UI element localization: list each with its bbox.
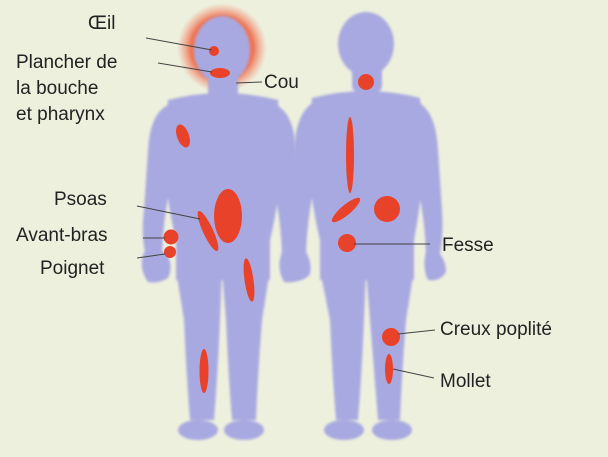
lesion-back-right	[374, 196, 400, 222]
lesion-creux-poplite	[382, 328, 400, 346]
label-cou: Cou	[264, 71, 299, 95]
lesion-abdomen	[214, 189, 242, 243]
label-plancher-line1: Plancher de	[16, 50, 117, 76]
lesion-cou	[358, 74, 374, 90]
lesion-poignet	[164, 246, 176, 258]
label-oeil: Œil	[88, 12, 115, 36]
label-psoas: Psoas	[54, 188, 107, 212]
lesion-plancher	[210, 68, 230, 78]
label-poignet: Poignet	[40, 257, 104, 281]
label-avant-bras: Avant-bras	[16, 224, 108, 248]
label-creux-poplite: Creux poplité	[440, 318, 552, 342]
lesion-fesse	[338, 234, 356, 252]
lesion-oeil	[209, 46, 219, 56]
label-plancher: Plancher de la bouche et pharynx	[16, 50, 117, 128]
label-fesse: Fesse	[442, 234, 494, 258]
lesion-spine	[346, 117, 354, 193]
lesion-avant-bras	[164, 230, 179, 245]
label-mollet: Mollet	[440, 370, 491, 394]
label-plancher-line3: et pharynx	[16, 102, 117, 128]
lesion-mollet	[385, 354, 393, 384]
lesion-shin	[200, 349, 209, 393]
label-plancher-line2: la bouche	[16, 76, 117, 102]
